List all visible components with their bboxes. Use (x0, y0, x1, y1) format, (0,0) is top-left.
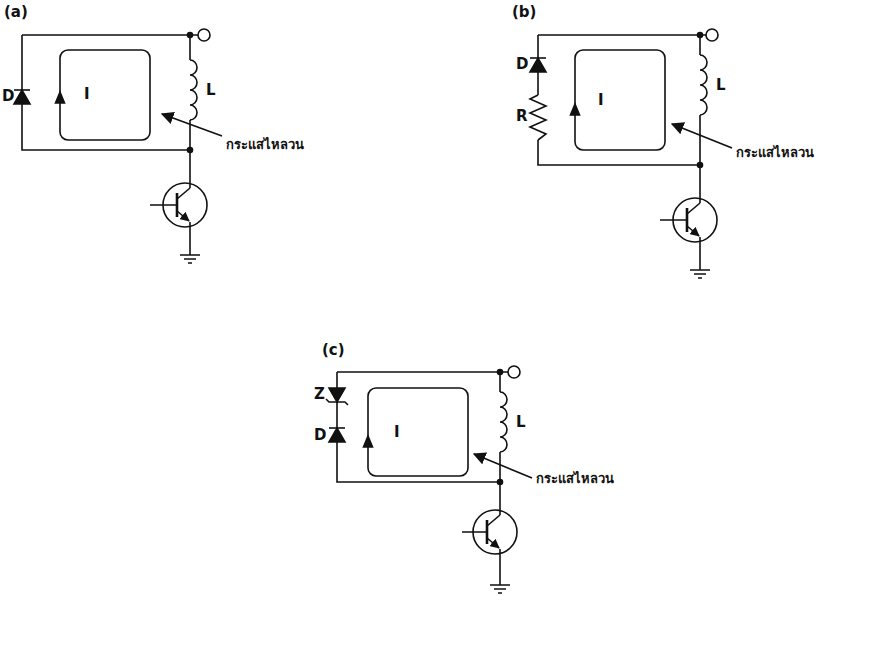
junction-dot (698, 163, 703, 168)
transistor-symbol (462, 510, 517, 585)
diode-symbol (14, 90, 30, 104)
terminal (706, 29, 718, 41)
junction-dot (498, 480, 503, 485)
ground-symbol (180, 255, 200, 263)
component-label: R (516, 108, 528, 125)
component-label: L (516, 414, 526, 431)
figure-letter: (c) (322, 342, 345, 359)
current-label: I (394, 424, 400, 441)
current-label: I (598, 92, 604, 109)
diode-symbol (329, 428, 345, 442)
component-label: L (716, 77, 726, 94)
circuit-b (530, 29, 732, 278)
junction-dot (188, 148, 193, 153)
junction-dot (188, 33, 193, 38)
current-loop (364, 388, 469, 476)
component-label: L (206, 82, 216, 99)
wire (22, 35, 198, 188)
transistor-symbol (150, 183, 207, 255)
component-label: Z (314, 386, 325, 403)
junction-dot (698, 33, 703, 38)
wire (538, 35, 706, 203)
callout-text: กระแสไหลวน (736, 146, 814, 160)
component-label: D (516, 56, 528, 73)
current-loop (571, 50, 666, 150)
wire (337, 372, 508, 515)
figure-letter: (b) (512, 4, 536, 21)
pointer-arrow (672, 124, 732, 148)
pointer-arrow (162, 114, 222, 136)
transistor-symbol (660, 198, 717, 270)
component-label: D (2, 88, 14, 105)
inductor-symbol (500, 392, 507, 452)
callout-text: กระแสไหลวน (536, 472, 614, 486)
figure-letter: (a) (4, 4, 28, 21)
component-label: D (314, 427, 326, 444)
callout-text: กระแสไหลวน (226, 138, 304, 152)
circuit-a (14, 29, 222, 263)
ground-symbol (490, 585, 510, 593)
current-label: I (84, 86, 90, 103)
ground-symbol (690, 270, 710, 278)
circuit-c (326, 366, 532, 593)
zener-diode-symbol (326, 388, 348, 405)
junction-dot (498, 370, 503, 375)
pointer-arrow (474, 454, 532, 478)
current-loop (56, 50, 151, 140)
diode-symbol (530, 58, 546, 72)
terminal (508, 366, 520, 378)
terminal (198, 29, 210, 41)
inductor-symbol (190, 60, 197, 120)
inductor-symbol (700, 55, 707, 115)
resistor-symbol (530, 95, 546, 140)
